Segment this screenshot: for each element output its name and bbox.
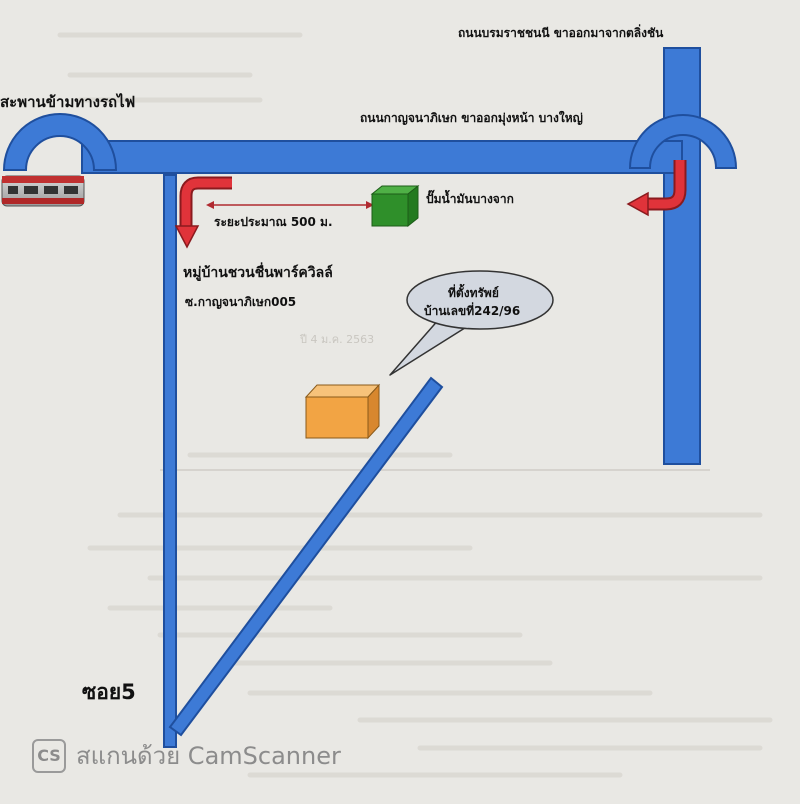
property-cube-icon [304, 383, 381, 440]
pump-station-cube-icon [370, 184, 420, 228]
train-icon [1, 175, 85, 207]
road-right-vertical [663, 47, 701, 465]
road-label-borommaratchachonnani: ถนนบรมราชชนนี ขาออกมาจากตลิ่งชัน [458, 26, 664, 40]
overpass-arch-right [628, 114, 738, 169]
distance-label: ระยะประมาณ 500 ม. [214, 215, 333, 229]
camscanner-watermark: CS สแกนด้วย CamScanner [32, 736, 341, 775]
camscanner-logo-icon: CS [32, 738, 66, 773]
property-label-line2: บ้านเลขที่242/96 [424, 304, 521, 318]
road-left-vertical [163, 174, 177, 748]
road-label-kanchanaphisek: ถนนกาญจนาภิเษก ขาออกมุ่งหน้า บางใหญ่ [360, 111, 583, 125]
background-scan-lines [57, 32, 773, 778]
soi-name-label: ซ.กาญจนาภิเษก005 [185, 295, 297, 309]
bridge-label: สะพานข้ามทางรถไฟ [0, 93, 136, 111]
pump-station-label: ปั๊มน้ำมันบางจาก [426, 192, 514, 206]
property-label-line1: ที่ตั้งทรัพย์ [448, 286, 499, 300]
road-main-horizontal [81, 140, 683, 174]
camscanner-text: สแกนด้วย CamScanner [76, 742, 341, 770]
soi5-label: ซอย5 [82, 680, 136, 704]
road-diagonal [168, 376, 444, 737]
village-label: หมู่บ้านชวนชื่นพาร์ควิลล์ [183, 265, 333, 281]
turn-arrow-right-icon [626, 160, 687, 217]
turn-arrow-left-icon [174, 176, 232, 249]
property-callout-bubble [389, 270, 554, 376]
bridge-arch-left [2, 113, 118, 171]
distance-arrow [206, 201, 374, 209]
faint-scan-text: ปี 4 ม.ค. 2563 [300, 333, 375, 346]
